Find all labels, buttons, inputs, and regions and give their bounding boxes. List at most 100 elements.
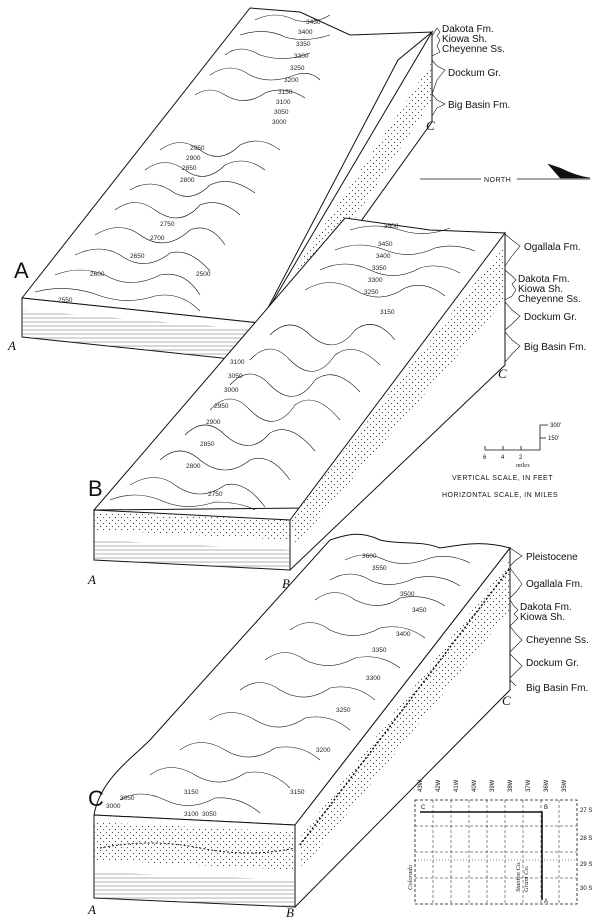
block-a-contour-lines bbox=[34, 14, 331, 312]
vertical-scale-caption: VERTICAL SCALE, IN FEET bbox=[452, 475, 553, 482]
formation-label: Ogallala Fm. bbox=[524, 242, 581, 253]
location-map: 43W 42W 41W 40W 39W 38W 37W 36W 35W 27 S… bbox=[407, 779, 592, 905]
contour-label: 2850 bbox=[182, 165, 197, 172]
township-label: 27 S bbox=[580, 808, 592, 814]
contour-label: 3250 bbox=[290, 65, 305, 72]
contour-label: 3050 bbox=[274, 109, 289, 116]
block-a-top-surface bbox=[21, 7, 434, 324]
contour-label: 2700 bbox=[150, 235, 165, 242]
block-b-corner-b: B bbox=[282, 576, 290, 591]
contour-label: 3150 bbox=[290, 789, 305, 796]
block-a-contour-labels: 3450 3400 3350 3300 3250 3200 3150 3100 … bbox=[58, 19, 321, 304]
contour-label: 3350 bbox=[372, 265, 387, 272]
contour-label: 3100 bbox=[230, 359, 245, 366]
block-c-front-beds bbox=[94, 872, 295, 907]
location-map-township-labels: 27 S 28 S 29 S 30 S bbox=[580, 808, 592, 892]
township-label: 30 S bbox=[580, 886, 592, 892]
block-c-leader-lines bbox=[509, 547, 523, 687]
contour-label: 2900 bbox=[206, 419, 221, 426]
contour-label: 2950 bbox=[214, 403, 229, 410]
contour-label: 3000 bbox=[106, 803, 121, 810]
block-c: 3600 3550 3500 3450 3400 3350 3300 3250 … bbox=[87, 533, 589, 920]
formation-label: Kiowa Sh. bbox=[442, 34, 487, 45]
contour-label: 3300 bbox=[368, 277, 383, 284]
block-a: 3450 3400 3350 3300 3250 3200 3150 3100 … bbox=[7, 7, 510, 364]
township-label: 28 S bbox=[580, 836, 592, 842]
block-b: 3500 3450 3400 3350 3300 3250 3150 3100 … bbox=[87, 217, 586, 591]
range-label: 36W bbox=[544, 779, 550, 792]
block-c-letter: C bbox=[88, 786, 104, 811]
formation-label: Cheyenne Ss. bbox=[526, 635, 589, 646]
block-c-corner-c: C bbox=[502, 693, 511, 708]
contour-label: 3000 bbox=[224, 387, 239, 394]
horizontal-tick: 6 bbox=[483, 455, 487, 461]
contour-label: 3100 bbox=[184, 811, 199, 818]
block-c-corner-a: A bbox=[87, 902, 96, 917]
contour-label: 3400 bbox=[298, 29, 313, 36]
horizontal-scale-caption: HORIZONTAL SCALE, IN MILES bbox=[442, 492, 558, 499]
block-c-contour-labels: 3600 3550 3500 3450 3400 3350 3300 3250 … bbox=[106, 553, 427, 818]
contour-label: 2950 bbox=[190, 145, 205, 152]
contour-label: 3250 bbox=[364, 289, 379, 296]
north-arrow-icon bbox=[547, 163, 591, 179]
block-b-contour-labels: 3500 3450 3400 3350 3300 3250 3150 3100 … bbox=[186, 223, 399, 498]
block-b-formation-labels: Ogallala Fm. Dakota Fm. Kiowa Sh. Cheyen… bbox=[518, 242, 586, 353]
formation-label: Big Basin Fm. bbox=[526, 683, 588, 694]
contour-label: 3450 bbox=[412, 607, 427, 614]
contour-label: 3500 bbox=[384, 223, 399, 230]
contour-label: 3350 bbox=[296, 41, 311, 48]
contour-label: 2800 bbox=[186, 463, 201, 470]
formation-label: Dockum Gr. bbox=[448, 68, 501, 79]
range-label: 43W bbox=[418, 779, 424, 792]
formation-label: Big Basin Fm. bbox=[524, 342, 586, 353]
formation-label: Pleistocene bbox=[526, 552, 578, 563]
formation-label: Dakota Fm. bbox=[442, 24, 494, 35]
county-label: Stanton Co. bbox=[515, 861, 522, 892]
block-b-leader-lines bbox=[504, 233, 521, 363]
contour-label: 2500 bbox=[196, 271, 211, 278]
location-map-range-labels: 43W 42W 41W 40W 39W 38W 37W 36W 35W bbox=[418, 779, 568, 792]
contour-label: 2800 bbox=[180, 177, 195, 184]
map-point-c: C bbox=[421, 805, 426, 811]
block-c-front-sand bbox=[94, 822, 295, 870]
range-label: 40W bbox=[472, 779, 478, 792]
formation-label: Dockum Gr. bbox=[526, 658, 579, 669]
contour-label: 3050 bbox=[202, 811, 217, 818]
block-a-letter: A bbox=[14, 258, 29, 283]
formation-label: Ogallala Fm. bbox=[526, 579, 583, 590]
contour-label: 2900 bbox=[186, 155, 201, 162]
section-line bbox=[420, 811, 543, 900]
block-c-side-gravel-line bbox=[299, 567, 511, 846]
contour-label: 2850 bbox=[200, 441, 215, 448]
block-c-contour-lines bbox=[119, 554, 471, 814]
contour-label: 3350 bbox=[372, 647, 387, 654]
contour-label: 3150 bbox=[380, 309, 395, 316]
contour-label: 3550 bbox=[372, 565, 387, 572]
contour-label: 2750 bbox=[208, 491, 223, 498]
contour-label: 3400 bbox=[376, 253, 391, 260]
contour-label: 3150 bbox=[278, 89, 293, 96]
range-label: 38W bbox=[508, 779, 514, 792]
contour-label: 3050 bbox=[120, 795, 135, 802]
contour-label: 3300 bbox=[366, 675, 381, 682]
contour-label: 2650 bbox=[130, 253, 145, 260]
block-c-top-surface bbox=[93, 533, 511, 826]
block-a-front-sand bbox=[22, 310, 260, 362]
contour-label: 3450 bbox=[306, 19, 321, 26]
block-b-letter: B bbox=[88, 476, 103, 501]
range-label: 39W bbox=[490, 779, 496, 792]
county-label: Grant Co. bbox=[523, 865, 530, 892]
range-label: 41W bbox=[454, 779, 460, 792]
block-a-corner-c: C bbox=[426, 118, 435, 133]
block-b-contour-lines bbox=[109, 225, 476, 511]
map-point-b: B bbox=[544, 805, 548, 811]
vertical-tick: 300' bbox=[550, 423, 561, 429]
north-arrow: NORTH bbox=[420, 163, 591, 184]
block-a-corner-a: A bbox=[7, 338, 16, 353]
contour-label: 3450 bbox=[378, 241, 393, 248]
range-label: 37W bbox=[526, 779, 532, 792]
range-label: 35W bbox=[562, 779, 568, 792]
formation-label: Dakota Fm. bbox=[518, 274, 570, 285]
north-label: NORTH bbox=[484, 177, 511, 184]
